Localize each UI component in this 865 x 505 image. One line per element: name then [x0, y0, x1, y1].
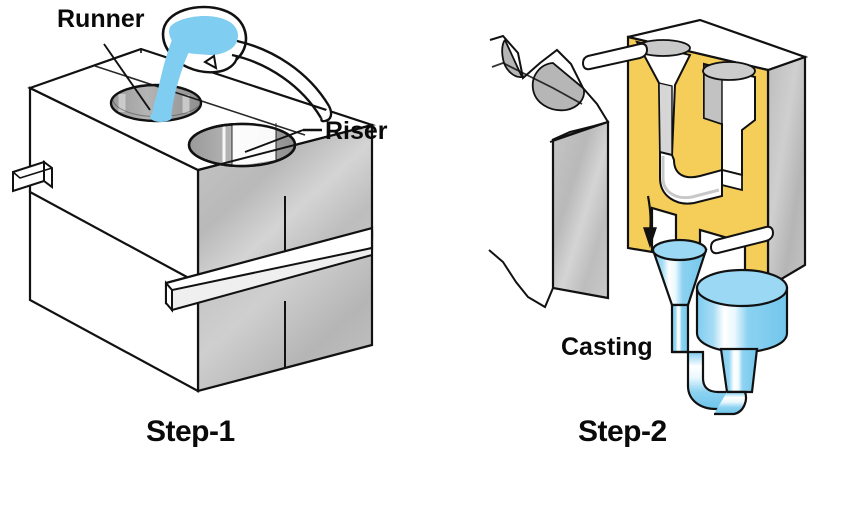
- casting-riser-top: [695, 268, 789, 308]
- casting-riser-neck: [719, 347, 759, 394]
- label-runner: Runner: [57, 5, 145, 33]
- casting-sprue-stem: [670, 303, 690, 354]
- molten-metal-stream: [150, 26, 204, 122]
- mold-top-guide-line: [94, 65, 306, 136]
- removal-arrow-down: [643, 195, 657, 249]
- riser-leader-line: [244, 128, 322, 153]
- cutaway-mold-half-left: [488, 34, 610, 309]
- casting-sprue-top: [651, 238, 708, 262]
- caption-step-1: Step-1: [146, 415, 235, 448]
- alignment-pin-bottom: [709, 225, 775, 255]
- label-casting: Casting: [561, 333, 653, 361]
- cavity-riser-mouth: [702, 61, 756, 81]
- runner-leader-line: [103, 43, 151, 111]
- mold-half-hole-upper: [501, 38, 524, 78]
- label-riser: Riser: [325, 117, 388, 145]
- white-mold-cavity: [635, 39, 756, 205]
- caption-step-2: Step-2: [578, 415, 667, 448]
- cavity-sprue-bore: [658, 82, 673, 156]
- mold-left-front-face: [551, 120, 610, 300]
- riser-opening: [187, 122, 297, 168]
- step-1-illustration: [12, 5, 376, 393]
- left-side-handle: [12, 160, 53, 193]
- solidified-casting: [651, 238, 789, 416]
- cavity-runner: [659, 150, 723, 205]
- step-2-illustration: [488, 18, 809, 416]
- alignment-pin-top: [581, 42, 649, 71]
- cutaway-mold-half-right: [581, 18, 809, 295]
- casting-riser: [695, 268, 789, 394]
- mold-parting-line-top: [197, 124, 373, 171]
- front-clamp-bar: [164, 226, 374, 313]
- mold-right-outer-face: [766, 55, 807, 289]
- casting-sprue: [651, 238, 708, 354]
- sand-mold-box: [12, 47, 376, 393]
- casting-runner: [672, 350, 748, 416]
